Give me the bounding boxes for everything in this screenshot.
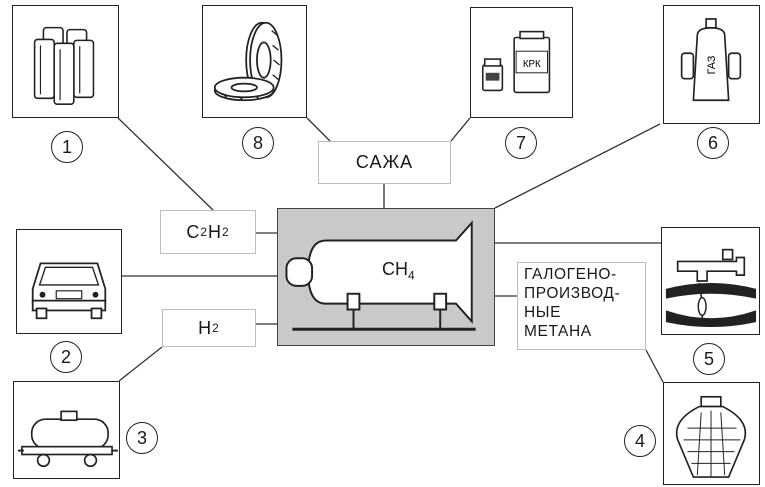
methane-tank-icon <box>285 220 476 331</box>
gas-label-text: ГАЗ <box>706 56 718 75</box>
number-badge-1: 1 <box>51 131 83 163</box>
fertilizer-label-text: КРК <box>523 59 541 70</box>
car-icon <box>31 262 107 320</box>
number-badge-4: 4 <box>624 425 656 457</box>
number-badge-3: 3 <box>126 422 158 454</box>
picture-box-2 <box>16 229 122 334</box>
faucet-water-icon <box>665 248 757 328</box>
picture-box-6: ГАЗ <box>663 5 760 124</box>
fertilizer-cans-icon: КРК <box>481 30 551 94</box>
number-badge-5: 5 <box>693 343 725 375</box>
methane-tank-panel: CH4 <box>277 208 495 346</box>
number-badge-2: 2 <box>50 341 82 373</box>
halogen-derivatives-label: ГАЛОГЕНО- ПРОИЗВОД- НЫЕ МЕТАНА <box>517 262 646 350</box>
number-badge-8: 8 <box>242 127 274 159</box>
picture-box-5 <box>661 227 760 335</box>
tank-wagon-icon <box>18 410 118 468</box>
number-badge-6: 6 <box>697 127 729 159</box>
picture-box-3 <box>13 381 120 479</box>
methane-formula: CH4 <box>382 259 415 283</box>
demijohn-bottle-icon <box>675 395 747 478</box>
picture-box-4 <box>663 382 760 485</box>
cylinders-bundle-icon <box>33 26 95 105</box>
picture-box-1 <box>12 5 119 118</box>
tires-icon <box>213 21 283 102</box>
picture-box-8 <box>202 5 307 118</box>
number-badge-7: 7 <box>505 127 537 159</box>
soot-label: САЖА <box>318 141 451 184</box>
picture-box-7: КРК <box>470 7 573 118</box>
gas-cylinder-icon: ГАЗ <box>680 18 742 102</box>
